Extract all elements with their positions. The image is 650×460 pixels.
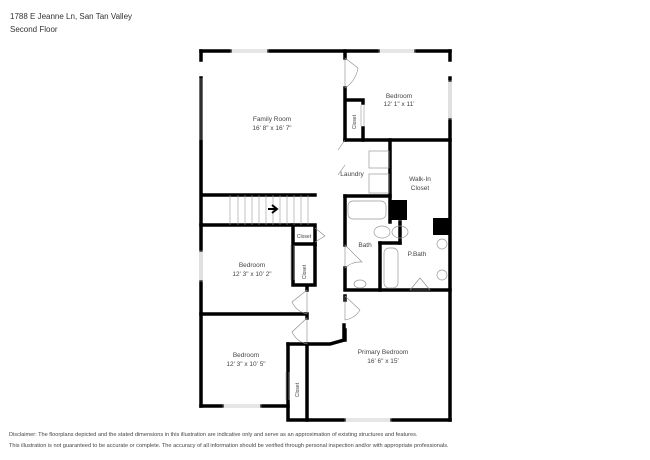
disclaimer-line-2: This illustration is not guaranteed to b… xyxy=(9,443,449,449)
laundry-label: Laundry xyxy=(340,171,364,178)
walk-in-closet-label-2: Closet xyxy=(411,185,430,192)
address-title: 1788 E Jeanne Ln, San Tan Valley xyxy=(10,12,133,21)
closet-sw-label: Closet xyxy=(295,382,301,397)
family-room-dims: 16' 8" x 16' 7" xyxy=(252,125,292,132)
closet-small-label: Closet xyxy=(297,234,312,240)
bath-label: Bath xyxy=(358,242,372,249)
primary-bedroom-label: Primary Bedroom xyxy=(358,349,409,356)
disclaimer-line-1: Disclaimer: The floorplans depicted and … xyxy=(9,432,418,438)
bedroom-mid-label: Bedroom xyxy=(239,262,265,269)
stair-arrow-icon xyxy=(268,204,279,214)
closet-ne-label: Closet xyxy=(352,114,358,129)
closet-mid-label: Closet xyxy=(302,264,308,279)
bedroom-sw-dims: 12' 3" x 10' 5" xyxy=(226,361,266,368)
p-bath-label: P.Bath xyxy=(408,251,427,258)
bedroom-ne-label: Bedroom xyxy=(386,93,412,100)
floor-label: Second Floor xyxy=(10,25,58,34)
bedroom-sw-label: Bedroom xyxy=(233,352,259,359)
walk-in-closet-label: Walk-In xyxy=(409,176,431,183)
primary-bedroom-dims: 16' 6" x 15' xyxy=(367,358,399,365)
bedroom-ne-dims: 12' 1" x 11' xyxy=(383,101,414,108)
family-room-label: Family Room xyxy=(253,116,291,123)
bedroom-mid-dims: 12' 3" x 10' 2" xyxy=(232,271,272,278)
